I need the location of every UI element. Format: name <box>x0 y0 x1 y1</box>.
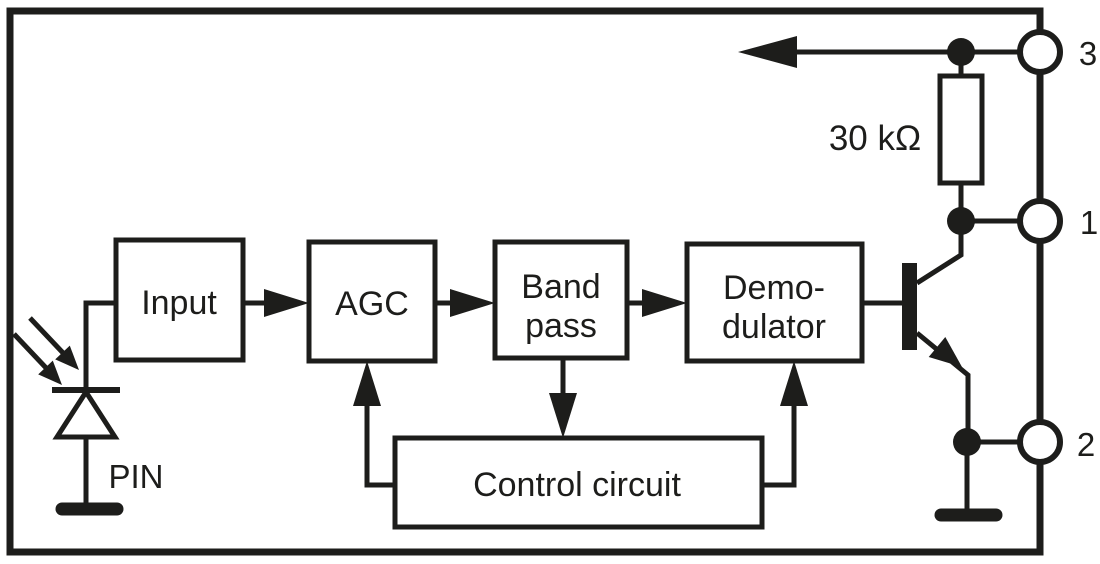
block-bandpass: Band pass <box>492 239 630 361</box>
light-ray-arrowhead <box>38 360 62 385</box>
pin-photodiode: PIN <box>12 316 164 516</box>
arrowhead-control-to-demodulator <box>780 361 808 406</box>
pin2-number: 2 <box>1077 426 1095 463</box>
control-circuit-box <box>392 435 765 530</box>
block-demodulator: Demo- dulator <box>684 241 865 364</box>
npn-transistor <box>902 263 1003 522</box>
resistor-value: 30 kΩ <box>829 119 921 158</box>
junction-dot-pin1 <box>947 207 975 235</box>
light-ray-line <box>28 316 67 357</box>
pin1-number: 1 <box>1080 204 1098 241</box>
agc-box <box>306 239 438 364</box>
emitter-wire <box>915 331 971 442</box>
input-box <box>113 237 246 363</box>
light-ray-line <box>12 332 51 373</box>
junction-dots <box>947 38 981 456</box>
light-ray-icon <box>28 316 79 370</box>
arrowhead-bandpass-to-demodulator <box>642 289 687 317</box>
wire-control-to-agc <box>364 398 397 488</box>
emitter-arrowhead <box>928 337 962 367</box>
bandpass-label-line1: Band <box>521 268 600 306</box>
signal-arrowheads <box>264 36 808 438</box>
pin1-terminal <box>1017 198 1063 244</box>
demodulator-label-line2: dulator <box>722 308 826 346</box>
junction-dot-pin2 <box>953 428 981 456</box>
pin-1: 1 <box>1017 198 1098 244</box>
arrowhead-output-left <box>738 36 797 68</box>
resistor-30k: 30 kΩ <box>829 73 985 186</box>
demodulator-box <box>684 241 865 364</box>
photodiode-triangle <box>52 387 120 440</box>
demodulator-label-line1: Demo- <box>723 269 825 307</box>
arrowhead-bandpass-to-control <box>549 393 577 438</box>
arrowhead-input-to-agc <box>264 289 309 317</box>
resistor-body <box>937 73 985 186</box>
arrowhead-agc-to-bandpass <box>450 289 495 317</box>
bandpass-label-line2: pass <box>525 307 597 345</box>
light-ray-arrowhead <box>55 345 79 370</box>
photodiode-anode-wire <box>83 300 116 392</box>
control-circuit-label: Control circuit <box>473 466 681 504</box>
bandpass-box <box>492 239 630 361</box>
input-label: Input <box>141 284 217 322</box>
pin-2: 2 <box>1017 419 1095 465</box>
block-control-circuit: Control circuit <box>392 435 765 530</box>
block-agc: AGC <box>306 239 438 364</box>
pin3-terminal <box>1017 29 1063 75</box>
photodiode-label: PIN <box>108 458 163 495</box>
light-ray-icon <box>12 332 62 385</box>
package-outline <box>6 7 1044 556</box>
pin2-terminal <box>1017 419 1063 465</box>
junction-dot-pin3 <box>947 38 975 66</box>
block-input: Input <box>113 237 246 363</box>
pin-3: 3 <box>1017 29 1097 75</box>
pin3-number: 3 <box>1079 35 1097 72</box>
transistor-base-bar <box>902 263 917 350</box>
arrowhead-control-to-agc <box>353 361 381 406</box>
agc-label: AGC <box>335 285 409 323</box>
wire-control-to-demodulator <box>762 398 797 488</box>
